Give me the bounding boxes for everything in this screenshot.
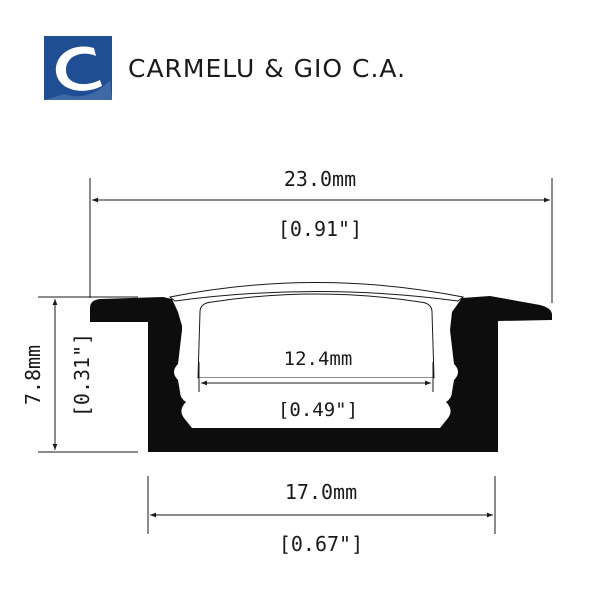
overall-width-mm: 23.0mm (284, 167, 356, 191)
diffuser-body (197, 293, 435, 379)
overall-width-inch: [0.91"] (278, 217, 362, 241)
diffuser-cover (168, 282, 465, 302)
profile-cavity (193, 378, 439, 414)
aluminum-profile (90, 296, 552, 452)
channel-width-inch: [0.67"] (279, 532, 363, 556)
height-inch: [0.31"] (70, 333, 94, 417)
inner-width-mm: 12.4mm (284, 348, 353, 370)
brand-name: CARMELU & GIO C.A. (128, 53, 407, 83)
height-mm: 7.8mm (21, 345, 45, 405)
c-logo-icon (44, 36, 112, 100)
brand-header: CARMELU & GIO C.A. (44, 36, 406, 100)
channel-width-mm: 17.0mm (285, 480, 357, 504)
inner-width-inch: [0.49"] (278, 399, 358, 421)
